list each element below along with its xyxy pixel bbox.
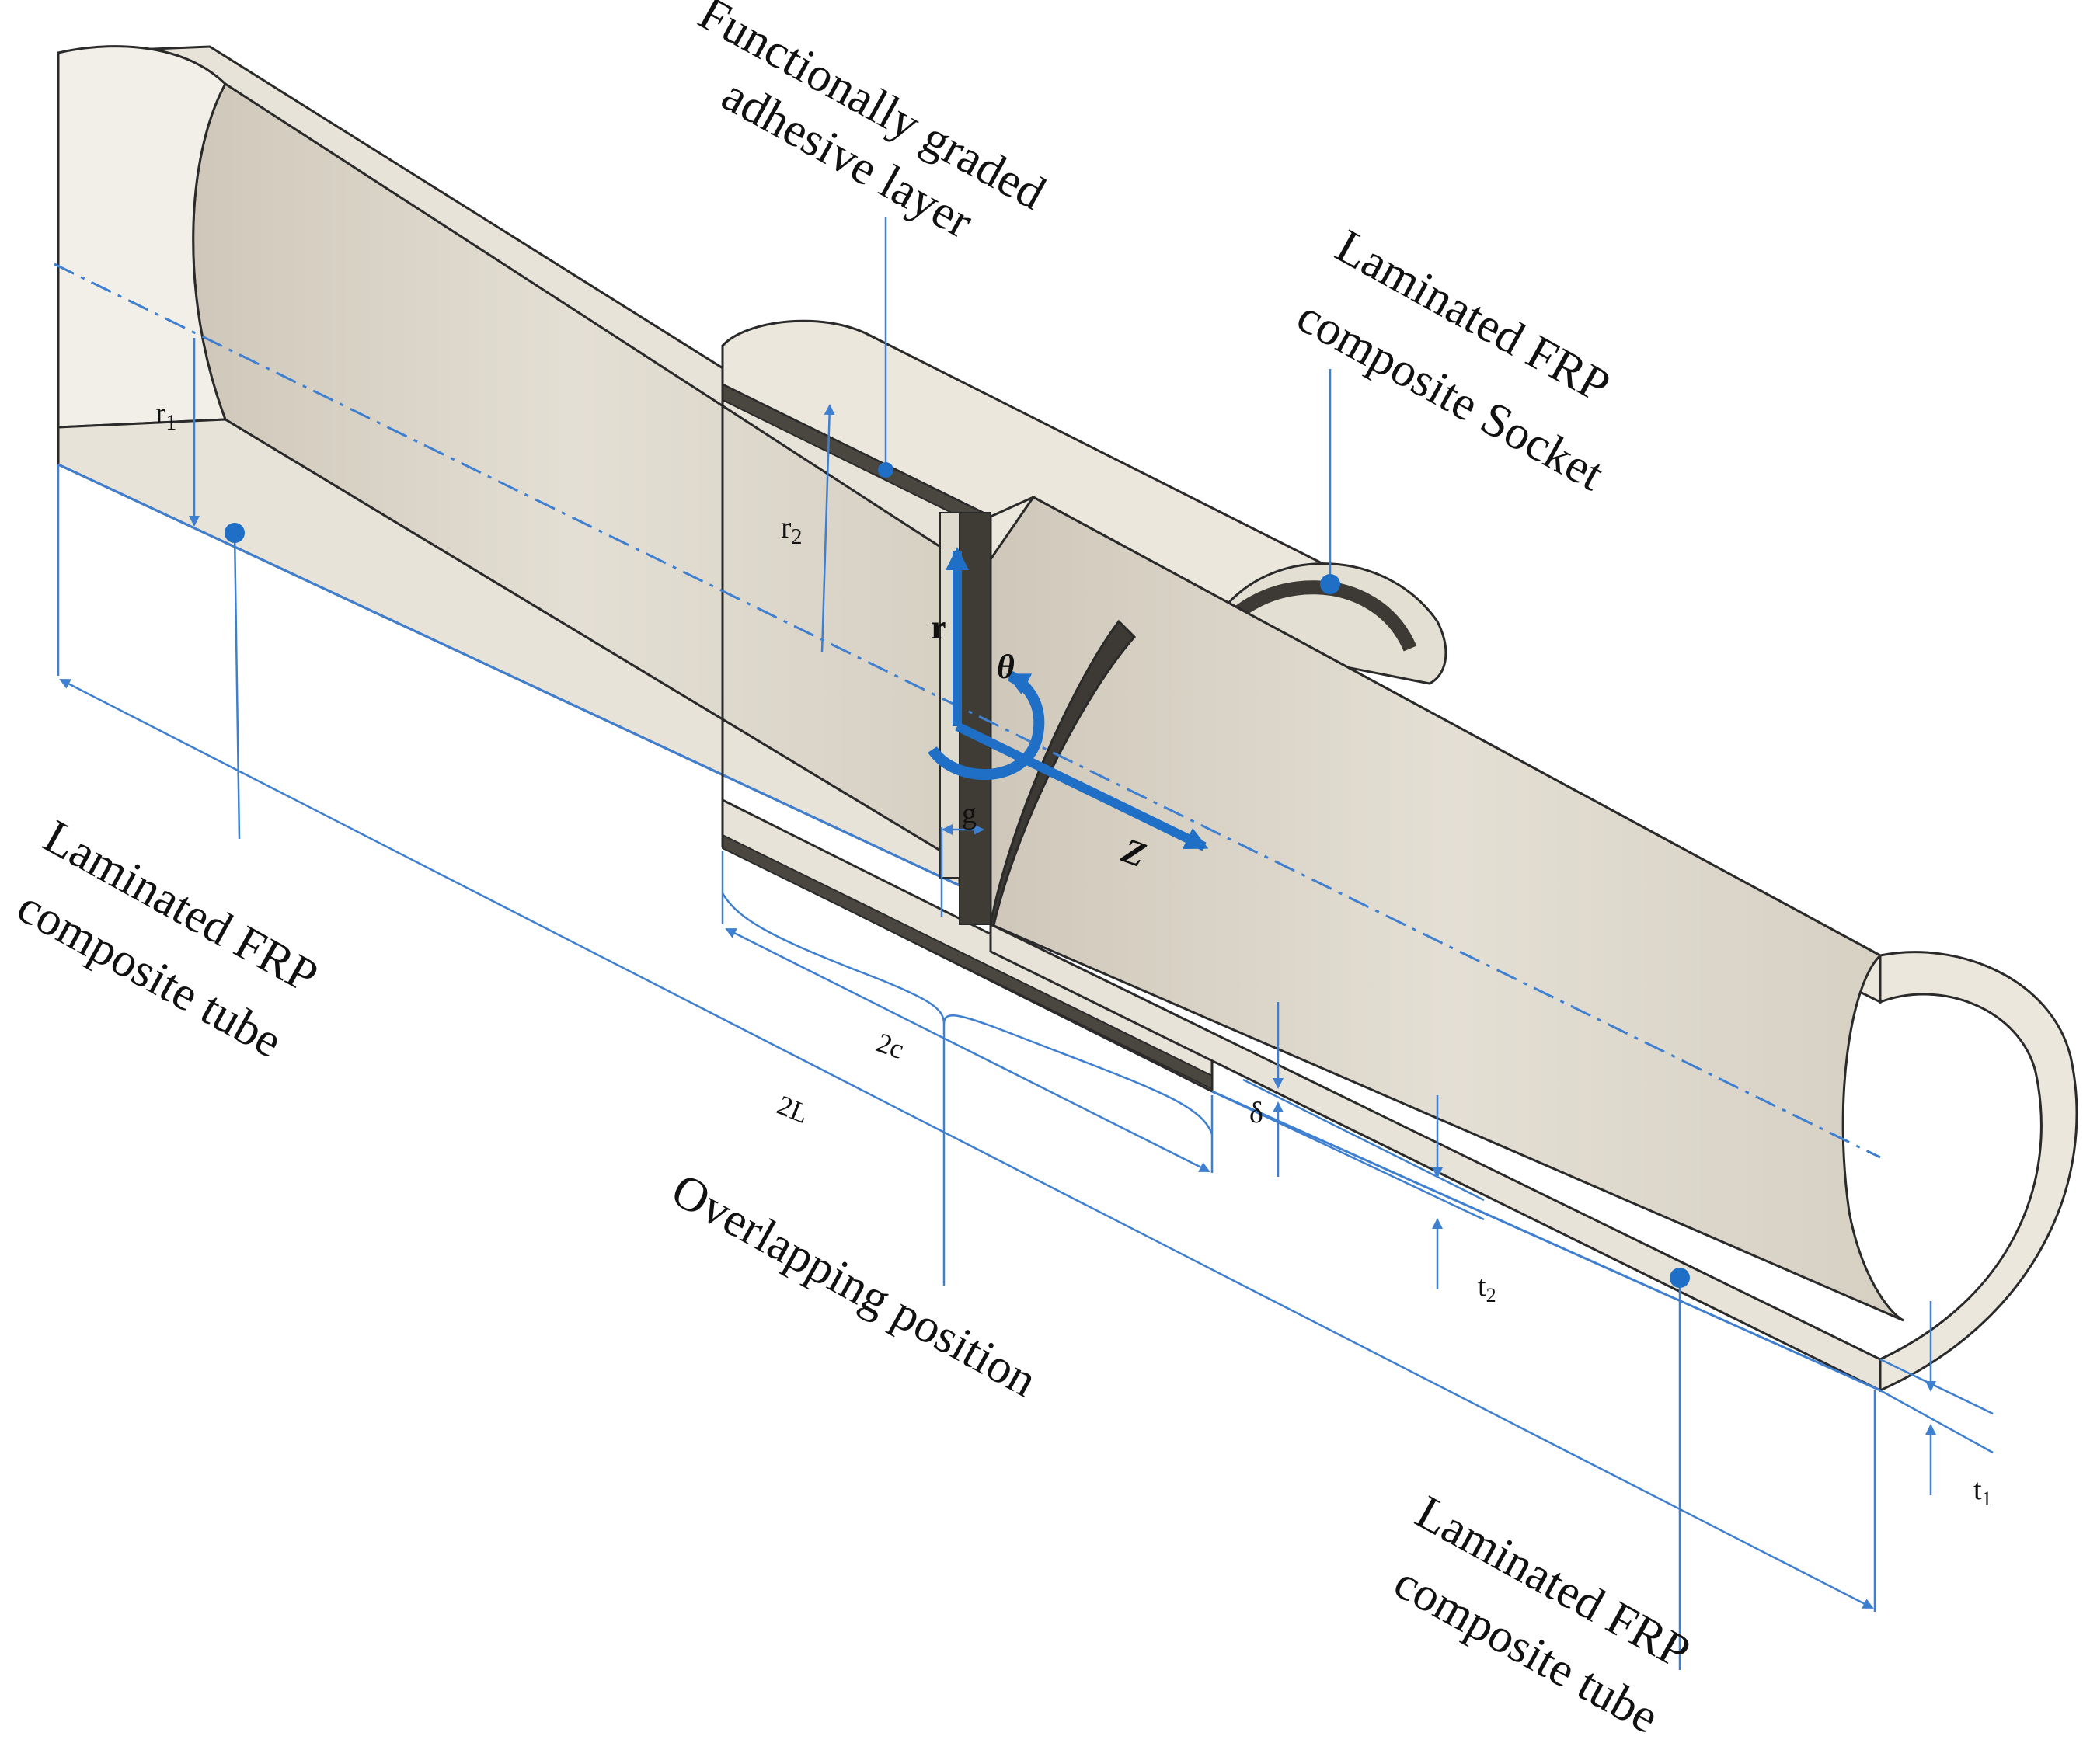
dimension-lines: [57, 338, 1994, 1612]
svg-text:Overlapping position: Overlapping position: [663, 1164, 1045, 1407]
t1-symbol: t: [1973, 1473, 1982, 1506]
right-composite-tube: [939, 496, 2078, 1393]
r1-subscript: 1: [165, 411, 176, 435]
svg-text:t2: t2: [1478, 1270, 1496, 1306]
svg-text:r1: r1: [155, 395, 176, 435]
r2-symbol: r: [781, 510, 791, 545]
adhesive-leader-dot: [878, 462, 893, 478]
leader-dots: [225, 462, 1690, 1288]
r2-subscript: 2: [791, 525, 802, 549]
svg-text:r2: r2: [781, 510, 802, 549]
socket-leader-dot: [1320, 574, 1340, 594]
left-tube-end-arc: [57, 45, 228, 429]
coordinate-axes: [928, 547, 1209, 851]
z-axis-arrow: [955, 722, 1209, 851]
theta-rotation-arrow: [928, 670, 1045, 781]
left-tube-leader-dot: [225, 523, 245, 543]
label-leaders: [233, 217, 1681, 1670]
t2-symbol: t: [1478, 1270, 1486, 1303]
g-symbol: g: [962, 798, 977, 830]
theta-axis-label: θ: [997, 648, 1015, 686]
delta-symbol: δ: [1249, 1097, 1263, 1129]
right-tube-leader-dot: [1670, 1268, 1690, 1288]
svg-text:t1: t1: [1973, 1473, 1992, 1510]
left-composite-tube: [57, 45, 961, 888]
t2-subscript: 2: [1486, 1284, 1496, 1306]
two-L-symbol: 2L: [773, 1089, 813, 1129]
t1-subscript: 1: [1982, 1487, 1992, 1510]
two-c-symbol: 2c: [873, 1027, 908, 1065]
r-axis-label: r: [931, 608, 946, 646]
overlap-label: Overlapping position: [663, 1164, 1045, 1407]
r1-symbol: r: [155, 395, 165, 430]
right-tube-end-ring: [1879, 951, 2078, 1393]
